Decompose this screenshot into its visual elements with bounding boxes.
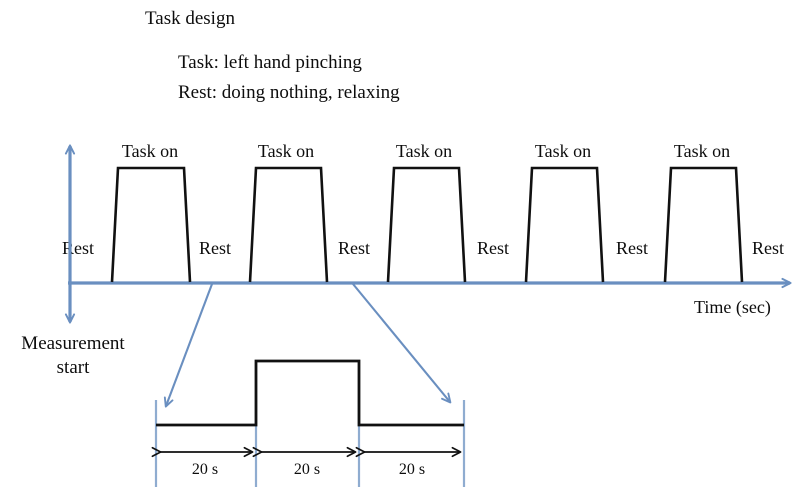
- rest-label-5: Rest: [616, 238, 649, 258]
- detail-panel: [151, 359, 466, 487]
- block-design-waveform: [110, 166, 744, 283]
- task-on-label-5: Task on: [673, 141, 731, 161]
- rest-label-6: Rest: [752, 238, 785, 258]
- task-on-label-2: Task on: [257, 141, 315, 161]
- main-axes: [64, 144, 792, 324]
- rest-label-3: Rest: [338, 238, 371, 258]
- detail-callout-leaders: [163, 283, 452, 408]
- duration-label-1: 20 s: [191, 461, 219, 478]
- detail-waveform: [156, 359, 464, 427]
- task-block-4: [524, 166, 605, 283]
- measurement-start-label-line1: Measurement: [21, 333, 125, 354]
- measurement-start-label-line2: start: [56, 357, 90, 378]
- duration-label-3: 20 s: [398, 461, 426, 478]
- time-axis-label: Time (sec): [694, 297, 771, 317]
- leader-line-right: [352, 283, 452, 404]
- task-on-label-1: Task on: [121, 141, 179, 161]
- task-block-3: [386, 166, 467, 283]
- task-block-2: [248, 166, 329, 283]
- task-block-1: [110, 166, 192, 283]
- legend-line-task: Task: left hand pinching: [178, 52, 362, 73]
- legend-line-rest: Rest: doing nothing, relaxing: [178, 82, 400, 103]
- task-block-5: [663, 166, 744, 283]
- rest-label-4: Rest: [477, 238, 510, 258]
- task-on-label-4: Task on: [534, 141, 592, 161]
- leader-line-left: [163, 283, 213, 408]
- task-on-label-3: Task on: [395, 141, 453, 161]
- rest-label-2: Rest: [199, 238, 232, 258]
- duration-label-2: 20 s: [293, 461, 321, 478]
- detail-guide-lines: [154, 400, 466, 487]
- figure-title: Task design: [145, 8, 235, 29]
